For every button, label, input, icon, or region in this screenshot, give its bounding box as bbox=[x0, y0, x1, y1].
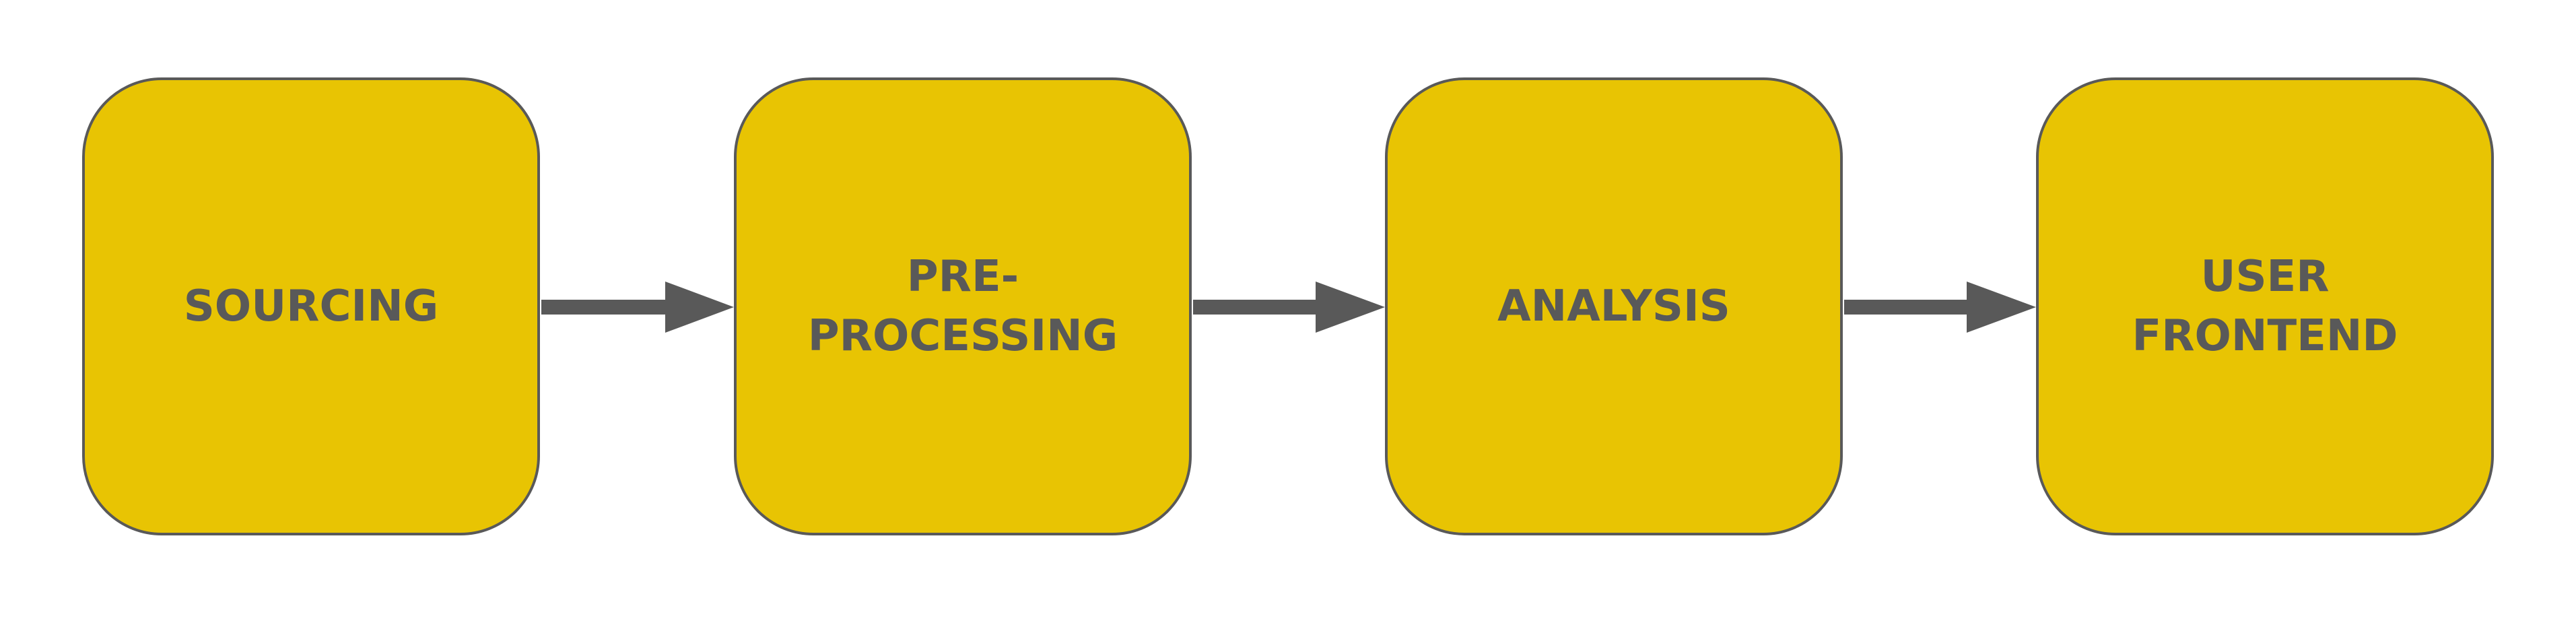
stage-user-frontend: USER FRONTEND bbox=[2036, 77, 2494, 535]
stage-label-sourcing: SOURCING bbox=[183, 282, 439, 331]
stage-label-analysis: ANALYSIS bbox=[1497, 282, 1730, 331]
stage-sourcing: SOURCING bbox=[82, 77, 540, 535]
arrow-analysis-to-user-frontend bbox=[1844, 282, 2036, 333]
stage-label-user-frontend: USER FRONTEND bbox=[2132, 252, 2398, 361]
stage-pre-processing: PRE- PROCESSING bbox=[734, 77, 1192, 535]
stage-label-pre-processing: PRE- PROCESSING bbox=[807, 252, 1118, 361]
stage-analysis: ANALYSIS bbox=[1385, 77, 1843, 535]
arrow-pre-processing-to-analysis bbox=[1193, 282, 1385, 333]
arrow-sourcing-to-pre-processing bbox=[541, 282, 734, 333]
